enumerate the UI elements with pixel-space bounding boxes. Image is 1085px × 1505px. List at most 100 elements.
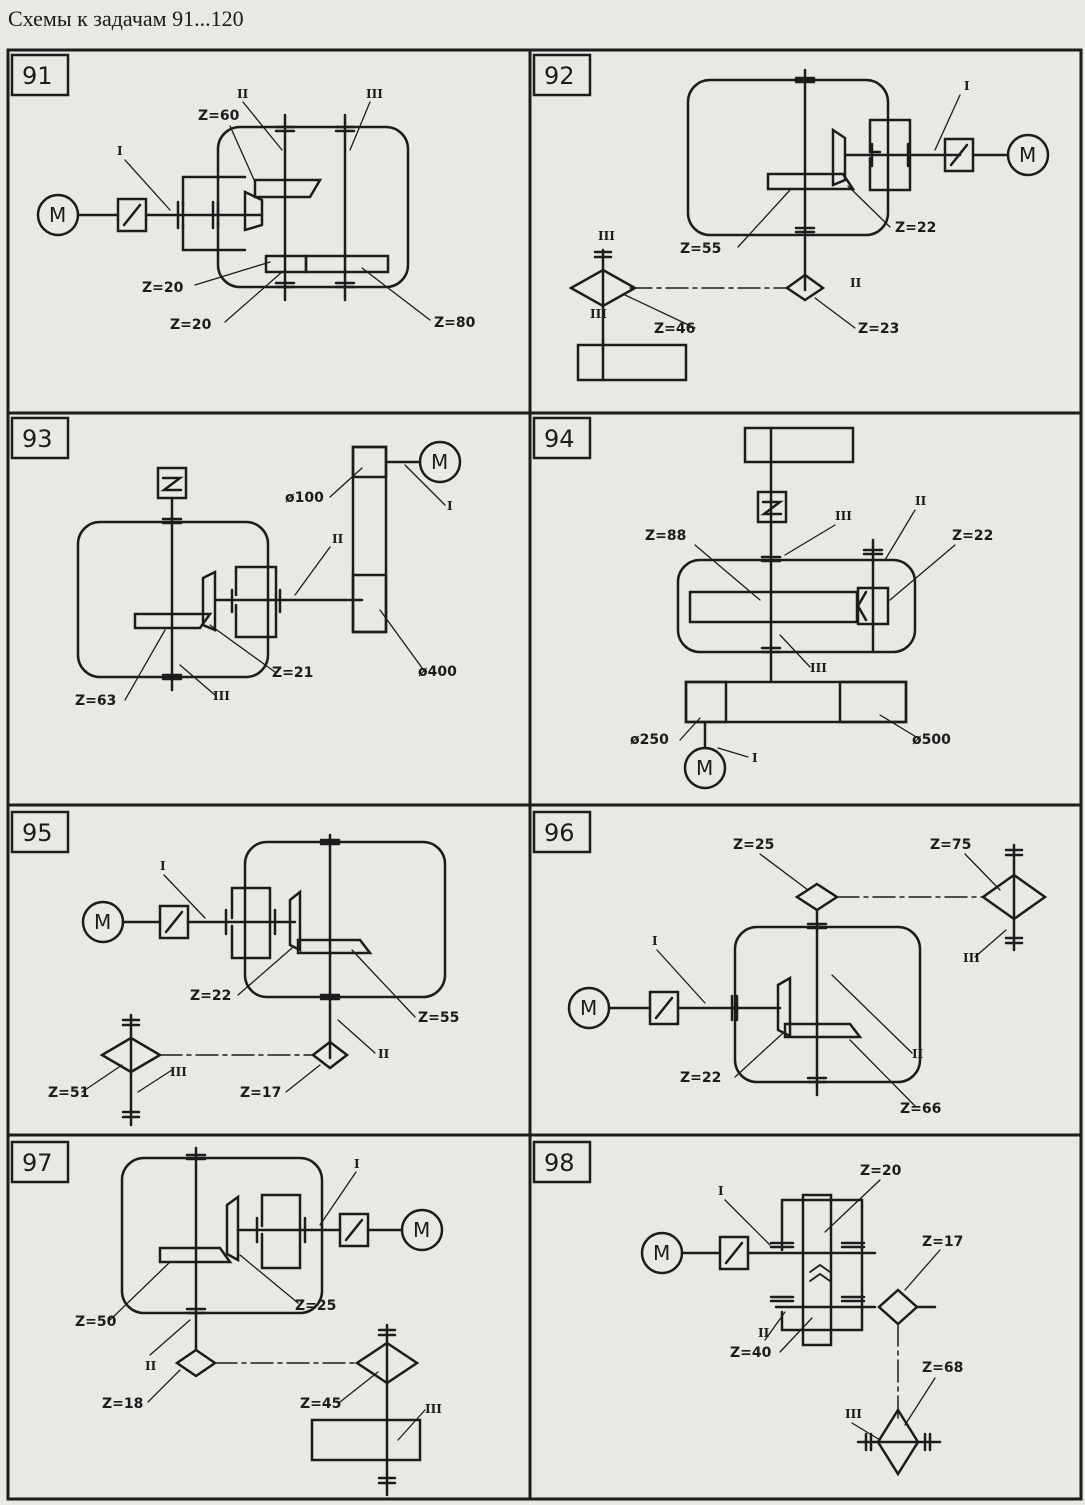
- panel-number-box: [10, 416, 70, 460]
- panel-number-box: [532, 416, 592, 460]
- motor-icon: M: [683, 746, 727, 790]
- svg-text:Z=60: Z=60: [198, 108, 240, 124]
- gearbox-housing: [676, 558, 917, 654]
- panel-number-box: [10, 53, 70, 97]
- bevel-gear-icon: [253, 178, 323, 199]
- pulley-icon: [351, 573, 388, 634]
- svg-text:Z=50: Z=50: [75, 1314, 117, 1330]
- svg-text:III: III: [598, 229, 615, 243]
- svg-text:Z=80: Z=80: [434, 315, 476, 331]
- svg-text:I: I: [964, 79, 970, 93]
- svg-text:Z=55: Z=55: [418, 1010, 459, 1026]
- svg-text:I: I: [718, 1184, 724, 1198]
- motor-icon: M: [81, 900, 125, 944]
- bearing-icon: [806, 922, 828, 1084]
- panel-96: 96 M Z=25 Z=75 Z=22 Z=66 I II III: [532, 810, 1048, 1117]
- panel-91: 91 M Z=60 Z=20 Z=20 Z=80 I II III: [10, 53, 476, 333]
- coupling-icon: [756, 490, 788, 524]
- svg-text:Z=21: Z=21: [272, 665, 313, 681]
- svg-text:II: II: [758, 1326, 770, 1340]
- panel-98: 98 M Z=20 Z=17 Z=40 Z=68: [532, 1140, 963, 1477]
- worm-gear-icon: [784, 273, 826, 302]
- bevel-gear-icon: [158, 1246, 233, 1264]
- svg-text:M: M: [431, 450, 448, 474]
- svg-text:III: III: [963, 951, 980, 965]
- svg-text:I: I: [117, 144, 123, 158]
- svg-text:Z=66: Z=66: [900, 1101, 941, 1117]
- pulley-icon: [838, 680, 908, 724]
- svg-text:Z=46: Z=46: [654, 321, 695, 337]
- gearbox-housing: [733, 925, 922, 1084]
- worm-gear-icon: [794, 882, 840, 912]
- svg-text:Z=88: Z=88: [645, 528, 686, 544]
- coupling-icon: [156, 466, 188, 500]
- coupling-icon: [648, 990, 680, 1026]
- svg-text:Z=22: Z=22: [680, 1070, 721, 1086]
- bearing-icon: [862, 548, 884, 556]
- bearing-icon: [769, 1241, 866, 1303]
- coupling-icon: [116, 197, 148, 233]
- bearing-icon: [794, 76, 816, 234]
- svg-text:III: III: [170, 1065, 187, 1079]
- motor-icon: M: [418, 440, 462, 484]
- panel-95: 95 M Z=22 Z=55 Z=51 Z=17 I II III: [10, 810, 459, 1127]
- worm-gear-icon: [876, 1407, 920, 1477]
- worm-gear-icon: [174, 1348, 218, 1378]
- coupling-icon: [158, 904, 190, 940]
- bearing-icon: [185, 1153, 207, 1315]
- svg-text:Z=45: Z=45: [300, 1396, 341, 1412]
- gearbox-housing: [216, 125, 410, 289]
- bevel-gear-icon: [243, 190, 264, 232]
- panel-number-box: [10, 810, 70, 854]
- svg-text:Z=22: Z=22: [190, 988, 231, 1004]
- gearbox-housing: [120, 1156, 324, 1315]
- svg-text:I: I: [447, 499, 453, 513]
- spur-gear-icon: [688, 590, 859, 624]
- bearing-icon: [319, 838, 341, 1001]
- svg-text:Z=22: Z=22: [895, 220, 936, 236]
- svg-text:Z=23: Z=23: [858, 321, 899, 337]
- motor-icon: M: [640, 1231, 684, 1275]
- svg-text:M: M: [49, 203, 66, 227]
- bearing-icon: [161, 517, 183, 681]
- bearing-icon: [176, 200, 220, 230]
- panel-number: 94: [544, 425, 575, 453]
- bearing-icon: [870, 142, 910, 168]
- panel-number: 93: [22, 425, 53, 453]
- spur-gear-icon: [801, 1193, 833, 1347]
- svg-text:I: I: [652, 934, 658, 948]
- bearing-icon: [760, 555, 782, 654]
- svg-text:Z=22: Z=22: [952, 528, 993, 544]
- motor-icon: M: [567, 986, 611, 1030]
- panel-92: 92 M Z=22 Z=55 Z=46 Z=23 I II III III: [532, 53, 1050, 382]
- bevel-gear-icon: [201, 569, 217, 632]
- bevel-gear-icon: [831, 127, 847, 187]
- svg-text:Z=51: Z=51: [48, 1085, 89, 1101]
- svg-text:Z=63: Z=63: [75, 693, 116, 709]
- bearing-icon: [730, 994, 739, 1022]
- panel-number-box: [10, 1140, 70, 1184]
- svg-text:Z=40: Z=40: [730, 1345, 772, 1361]
- svg-text:Z=20: Z=20: [142, 280, 184, 296]
- svg-text:Z=25: Z=25: [733, 837, 774, 853]
- svg-text:II: II: [915, 494, 927, 508]
- motor-icon: M: [36, 193, 80, 237]
- bevel-gear-icon: [296, 938, 373, 955]
- svg-text:M: M: [94, 910, 111, 934]
- spur-gear-icon: [304, 254, 390, 274]
- panel-93: 93 M ø100 ø400 Z=63 Z=21 I II III: [10, 416, 462, 709]
- svg-text:M: M: [580, 996, 597, 1020]
- svg-text:M: M: [653, 1241, 670, 1265]
- panel-number: 95: [22, 819, 53, 847]
- belt-drive-icon: [684, 680, 908, 724]
- svg-text:Z=68: Z=68: [922, 1360, 963, 1376]
- svg-text:III: III: [590, 307, 607, 321]
- svg-text:M: M: [1019, 143, 1036, 167]
- svg-text:Z=75: Z=75: [930, 837, 971, 853]
- svg-text:III: III: [810, 661, 827, 675]
- svg-text:I: I: [752, 751, 758, 765]
- svg-text:Z=17: Z=17: [240, 1085, 281, 1101]
- panel-number: 98: [544, 1149, 575, 1177]
- svg-text:II: II: [912, 1047, 924, 1061]
- pulley-icon: [684, 680, 728, 724]
